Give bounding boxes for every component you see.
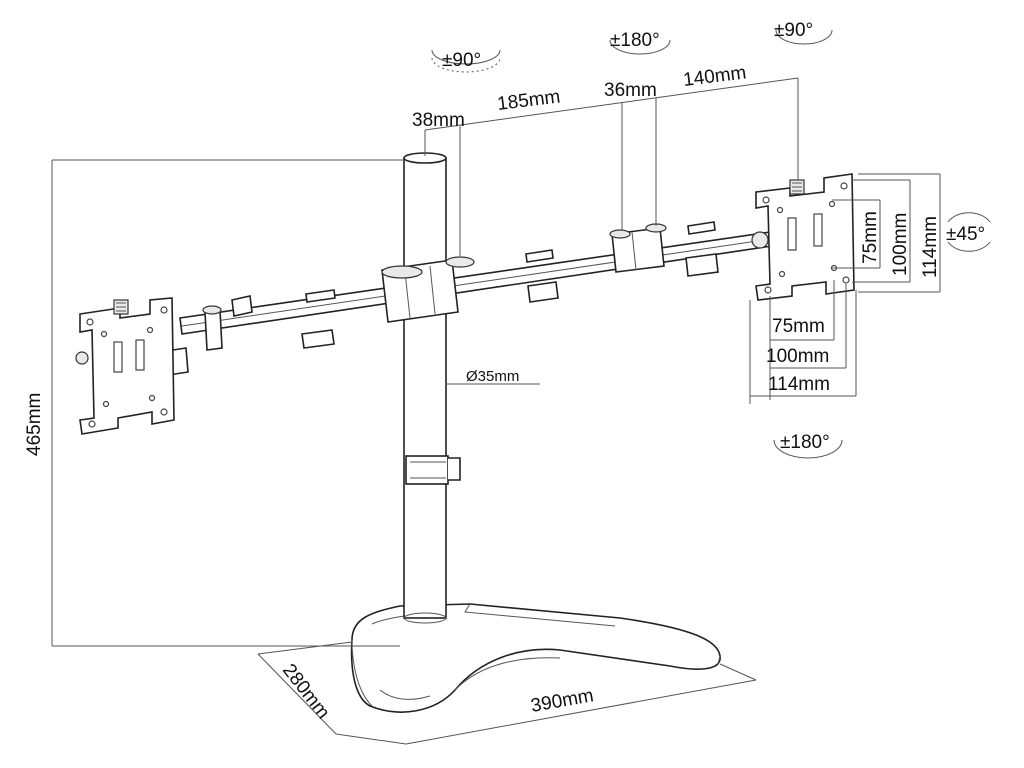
label-38mm: 38mm [412,110,465,131]
label-vesa-v-114: 114mm [920,216,941,278]
right-vesa-plate [755,173,855,301]
label-head-swivel-rotation: ±90° [774,20,813,41]
pole [403,152,461,624]
label-vesa-v-75: 75mm [860,211,881,264]
label-plate-rotation: ±180° [780,432,830,453]
label-middle-joint-rotation: ±180° [610,30,660,51]
label-465mm: 465mm [24,393,45,456]
dimension-lines [51,77,941,745]
left-vesa-plate [75,297,175,435]
label-vesa-v-100: 100mm [890,213,911,276]
rotation-arcs [431,29,991,459]
label-280mm: 280mm [278,660,334,723]
label-vesa-h-100: 100mm [766,346,829,367]
label-pole-diameter: Ø35mm [466,368,519,385]
label-tilt-rotation: ±45° [946,224,985,245]
arm-assembly [159,221,773,377]
label-arm-pivot-rotation: ±90° [442,50,481,71]
label-vesa-h-75: 75mm [772,316,825,337]
label-390mm: 390mm [529,685,595,717]
label-36mm: 36mm [604,80,657,101]
label-185mm: 185mm [496,86,561,115]
label-vesa-h-114: 114mm [768,374,830,395]
rotation-labels: ±90° ±180° ±90° ±45° ±180° [442,20,985,453]
